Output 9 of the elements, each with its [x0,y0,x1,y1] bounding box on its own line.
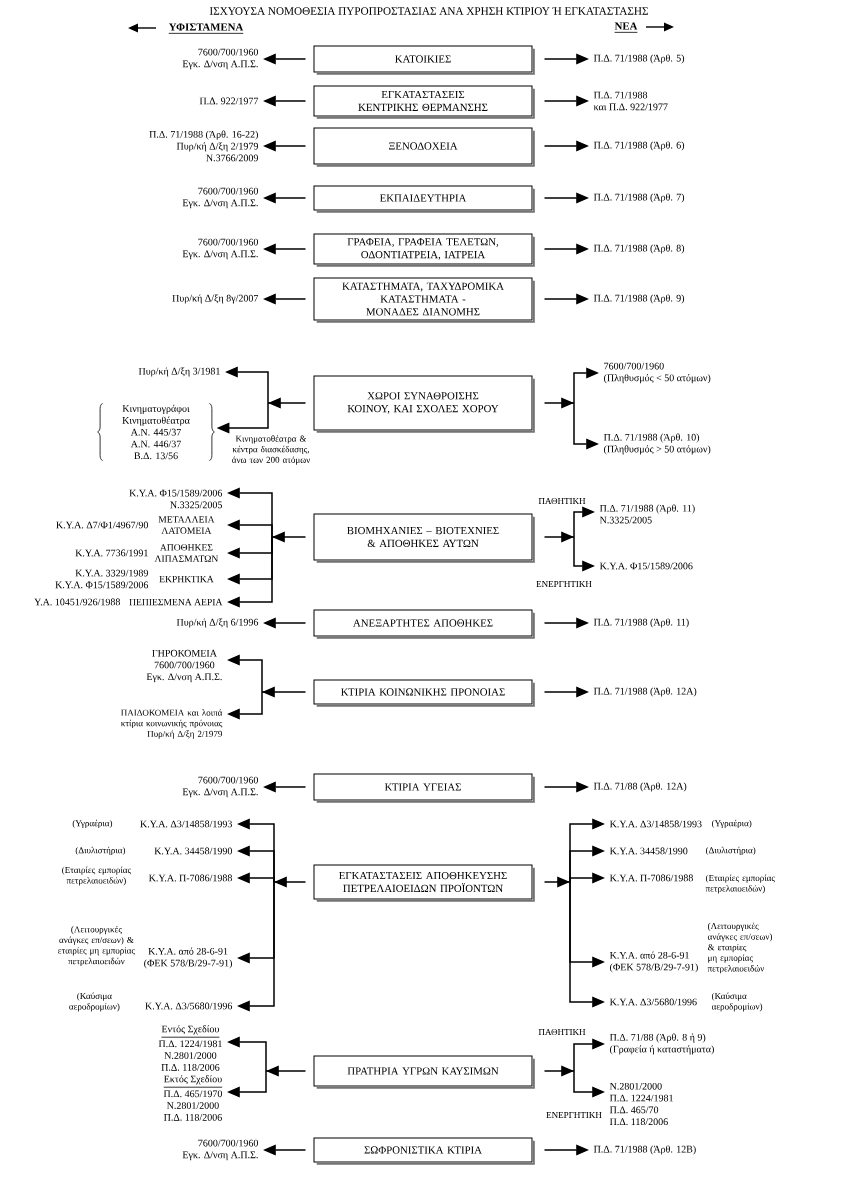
arrow [265,1065,307,1077]
arrow [543,397,575,409]
arrow [267,397,307,409]
arrow [543,531,575,543]
arrow [273,876,307,888]
arrow [543,1065,575,1077]
arrow [543,876,571,888]
arrow [261,686,307,698]
arrow [271,531,307,543]
